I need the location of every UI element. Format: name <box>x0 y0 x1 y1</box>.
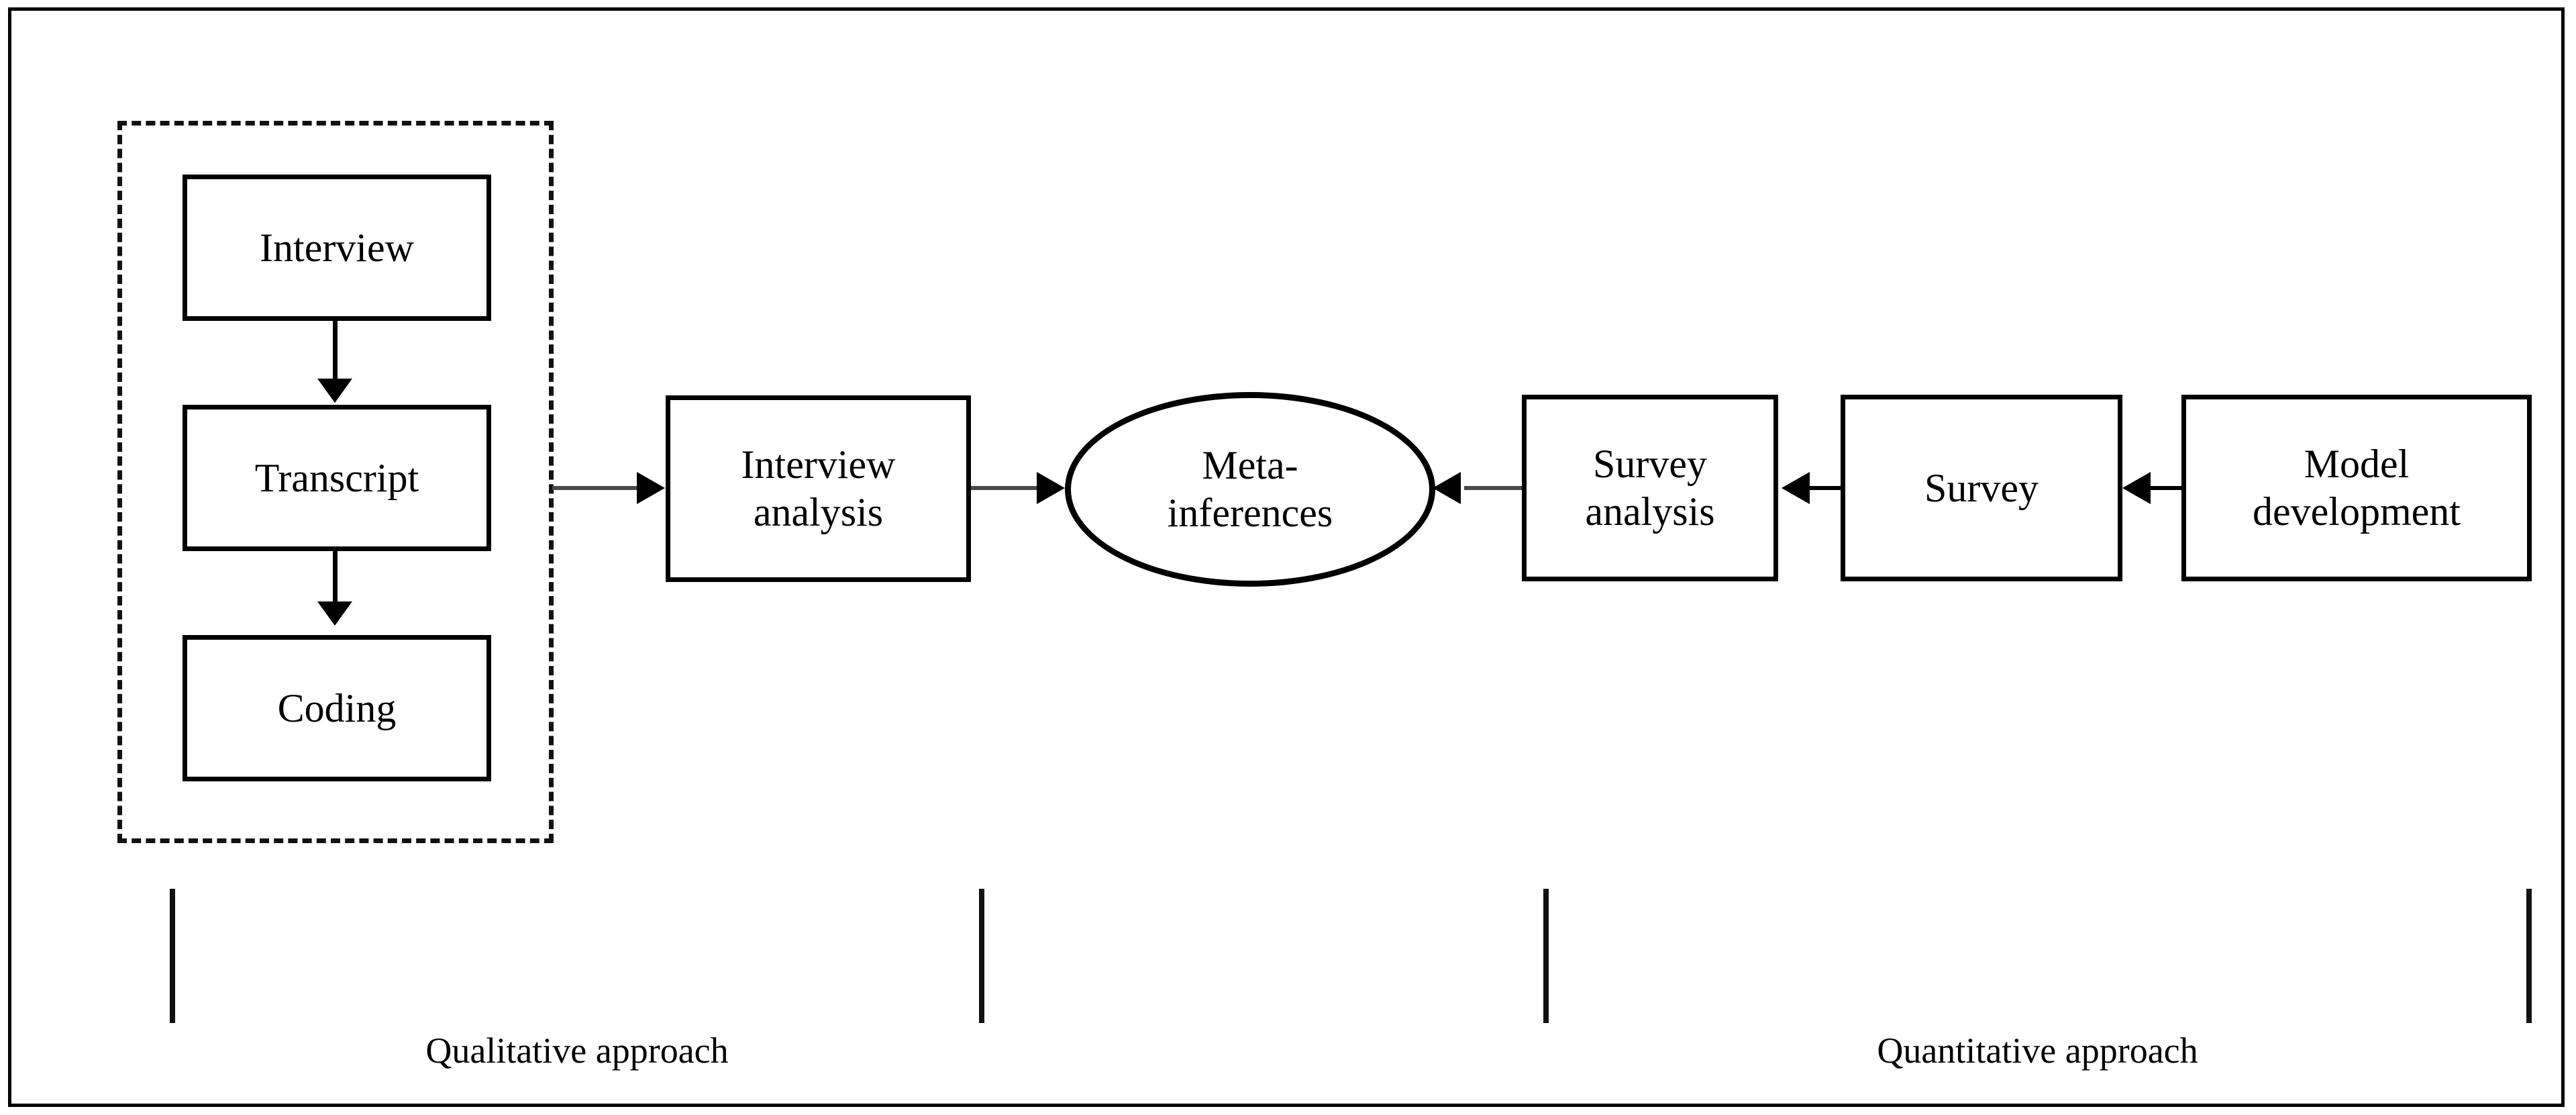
connector-line <box>2151 486 2185 490</box>
qualitative-group-dashed-box <box>117 121 554 843</box>
process-box-model-development[interactable]: Model development <box>2181 395 2532 581</box>
process-box-model-development-label: Model development <box>2253 442 2461 534</box>
process-box-interview[interactable]: Interview <box>183 175 491 321</box>
connector-line <box>1810 486 1845 490</box>
connector-line <box>333 321 338 383</box>
process-box-interview-analysis[interactable]: Interview analysis <box>666 395 971 582</box>
bracket-caption-qualitative: Qualitative approach <box>425 1030 729 1071</box>
process-box-survey[interactable]: Survey <box>1841 395 2122 581</box>
process-box-transcript-label: Transcript <box>254 455 419 500</box>
meta-inferences-ellipse[interactable]: Meta- inferences <box>1065 392 1435 587</box>
meta-inferences-label: Meta- inferences <box>1167 443 1333 535</box>
process-box-survey-analysis[interactable]: Survey analysis <box>1522 395 1778 581</box>
arrow-right-icon <box>637 472 665 504</box>
process-box-interview-analysis-label: Interview analysis <box>741 442 896 534</box>
process-box-transcript[interactable]: Transcript <box>183 405 491 551</box>
bracket-tick-left <box>1543 889 1549 1023</box>
connector-line <box>971 486 1042 490</box>
arrow-right-icon <box>1037 472 1065 504</box>
process-box-survey-label: Survey <box>1924 465 2039 510</box>
connector-line <box>1464 486 1525 490</box>
process-box-interview-label: Interview <box>260 225 414 270</box>
connector-line <box>333 551 338 606</box>
figure-outer-border: Interview Transcript Coding Interview an… <box>8 7 2565 1107</box>
arrow-left-icon <box>2122 472 2151 504</box>
bracket-tick-left <box>170 889 175 1023</box>
bracket-tick-right <box>2526 889 2532 1023</box>
arrow-left-icon <box>1433 472 1461 504</box>
bracket-tick-right <box>979 889 984 1023</box>
arrow-left-icon <box>1782 472 1810 504</box>
process-box-coding[interactable]: Coding <box>183 635 491 781</box>
connector-line <box>552 486 643 490</box>
arrow-down-icon <box>317 601 352 626</box>
arrow-down-icon <box>317 379 352 403</box>
process-box-survey-analysis-label: Survey analysis <box>1585 442 1715 534</box>
bracket-caption-quantitative: Quantitative approach <box>1877 1030 2198 1071</box>
process-box-coding-label: Coding <box>277 685 397 730</box>
